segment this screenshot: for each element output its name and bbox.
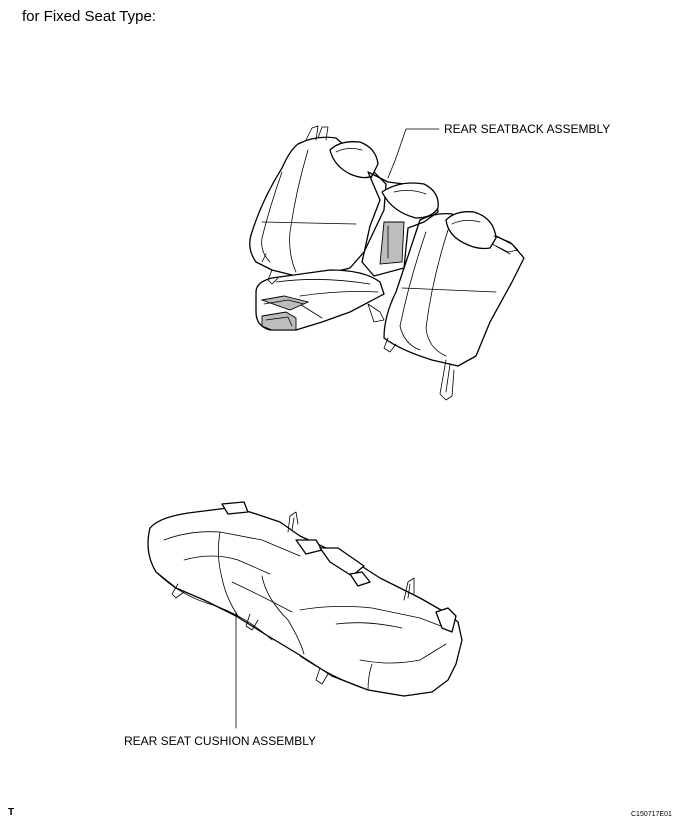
rear-seatback-assembly [249,125,525,401]
rear-seat-cushion-assembly [147,501,463,697]
pass-through-opening [379,221,405,265]
left-headrest-stays [305,125,329,141]
cushion-rear-flap-right [349,571,371,587]
figure-code: C150717E01 [631,811,672,818]
left-headrest [329,141,379,179]
cushion-center-bump [319,547,365,577]
cushion-rear-flap-left [221,501,249,515]
page-heading: for Fixed Seat Type: [22,8,156,25]
left-seatback [249,136,387,277]
armrest-front-bin [261,311,297,331]
cushion-rear-flap-center [295,539,323,555]
seat-cushion [147,507,463,697]
rear-seat-cushion-label: REAR SEAT CUSHION ASSEMBLY [124,734,317,748]
cushion-right-flap [435,607,457,633]
seatback-leader-line [387,128,440,179]
armrest-cup-holder [260,295,310,311]
corner-mark: T [8,807,15,818]
seatback-mounting-wires [261,253,455,401]
rear-seatback-label: REAR SEATBACK ASSEMBLY [444,122,611,136]
center-headrest [381,182,439,219]
cushion-mounting-wires [171,511,415,685]
right-seatback [383,212,525,367]
right-headrest [445,211,497,250]
seatback-lock-hook [493,235,519,253]
